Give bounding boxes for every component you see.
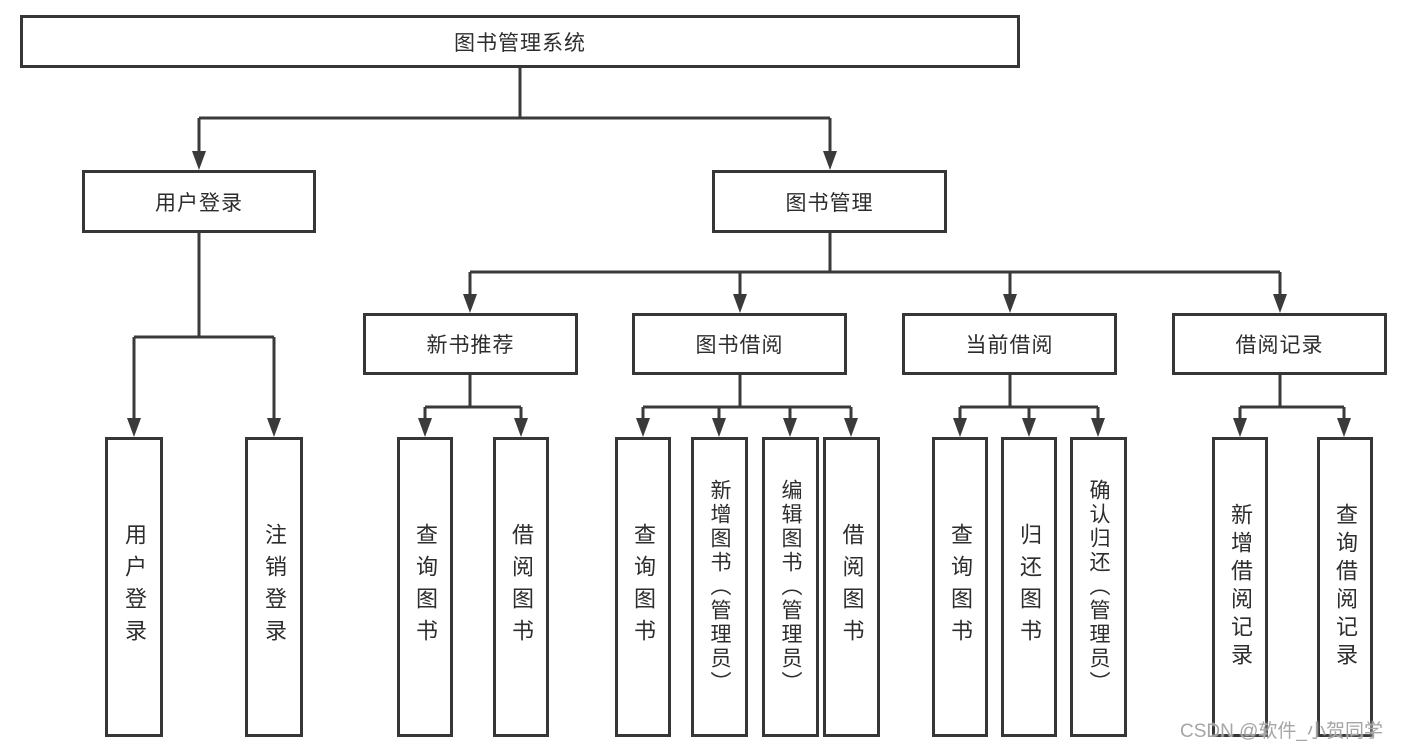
leaf-cb-confirm-return-admin: 确认归还（管理员） [1070, 437, 1127, 737]
leaf-br-add-record: 新增借阅记录 [1212, 437, 1268, 737]
arrowhead [636, 418, 650, 437]
node-borrowing-records: 借阅记录 [1172, 313, 1387, 375]
leaf-nb-query-books: 查询图书 [397, 437, 453, 737]
leaf-bb-add-books-admin: 新增图书（管理员） [691, 437, 748, 737]
node-new-book-recommend: 新书推荐 [363, 313, 578, 375]
arrowhead [514, 418, 528, 437]
arrowhead [267, 418, 281, 437]
leaf-bb-query-books: 查询图书 [615, 437, 671, 737]
arrowhead [712, 418, 726, 437]
csdn-watermark: CSDN @软件_小贺同学 [1180, 721, 1383, 742]
arrowhead [1233, 418, 1247, 437]
leaf-bb-borrow-books: 借阅图书 [823, 437, 880, 737]
arrowhead [844, 418, 858, 437]
node-root: 图书管理系统 [20, 15, 1020, 68]
leaf-logout-login: 注销登录 [245, 437, 303, 737]
arrowhead [192, 151, 206, 170]
node-current-borrowing: 当前借阅 [902, 313, 1117, 375]
arrowhead [733, 294, 747, 313]
arrowhead [1022, 418, 1036, 437]
arrowhead [1273, 294, 1287, 313]
arrowhead [127, 418, 141, 437]
arrowhead [1003, 294, 1017, 313]
leaf-cb-query-books: 查询图书 [932, 437, 988, 737]
arrowhead [783, 418, 797, 437]
leaf-cb-return-books: 归还图书 [1001, 437, 1057, 737]
leaf-bb-edit-books-admin: 编辑图书（管理员） [762, 437, 819, 737]
node-book-management: 图书管理 [712, 170, 947, 233]
leaf-user-login: 用户登录 [105, 437, 163, 737]
leaf-br-query-record: 查询借阅记录 [1317, 437, 1373, 737]
leaf-nb-borrow-books: 借阅图书 [493, 437, 549, 737]
arrowhead [953, 418, 967, 437]
node-book-borrowing: 图书借阅 [632, 313, 847, 375]
arrowhead [823, 151, 837, 170]
arrowhead [1337, 418, 1351, 437]
node-user-login: 用户登录 [82, 170, 316, 233]
arrowhead [418, 418, 432, 437]
arrowhead [463, 294, 477, 313]
arrowhead [1091, 418, 1105, 437]
